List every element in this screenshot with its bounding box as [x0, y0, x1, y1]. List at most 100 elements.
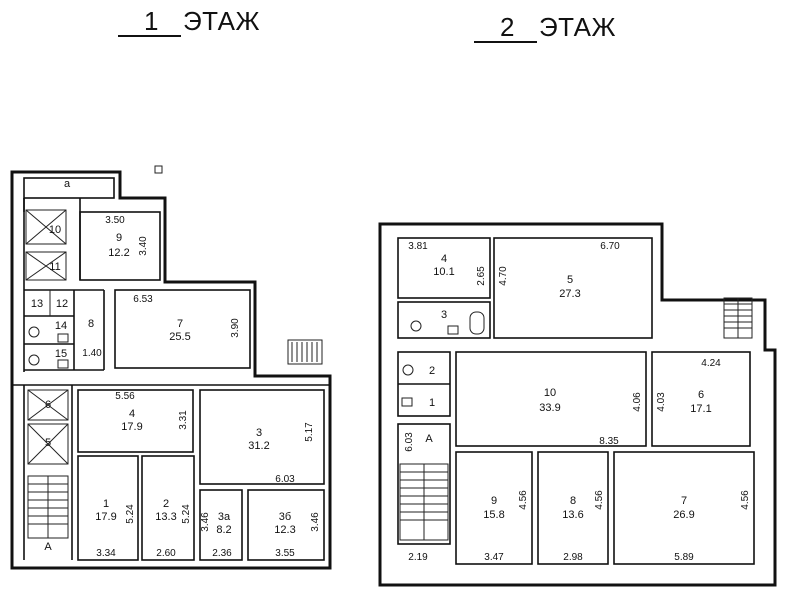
- floor-2-room-7: [613, 451, 755, 565]
- floor-2-room-number: 1: [429, 397, 435, 409]
- floor-1-dimension: 5.17: [304, 422, 315, 442]
- floor-2-plan: 4 10.1 5 27.3 3 2 1 10 33.9 6 17.1 А 9 1…: [378, 222, 777, 587]
- floor-1-dimension: 5.56: [115, 391, 135, 402]
- floor-2-room-6: [651, 351, 751, 447]
- floor-2-room-number: 4: [441, 253, 447, 265]
- floor-2-dimension: 6.03: [404, 432, 415, 452]
- floor-1-dimension: 2.36: [212, 548, 232, 559]
- floor-2-toilet-icon: [410, 320, 422, 332]
- floor-2-room-10: [455, 351, 647, 447]
- floor-2-bath-icon: [469, 311, 485, 335]
- floor-1-room-number: 8: [88, 318, 94, 330]
- floor-1-dimension: 3.90: [230, 318, 241, 338]
- floor-2-dimension: 4.03: [656, 392, 667, 412]
- floor-1-room-number: 3а: [218, 511, 231, 523]
- floor-1-room-3: [199, 389, 325, 485]
- floor-1-word: ЭТАЖ: [182, 6, 261, 36]
- floor-2-room-8: [537, 451, 609, 565]
- floor-1-outer-wall: [10, 170, 332, 570]
- floor-2-room-area: 17.1: [690, 403, 711, 415]
- floor-2-room-area: 27.3: [559, 288, 580, 300]
- floor-1-room-number: 3: [256, 427, 262, 439]
- floor-2-word: ЭТАЖ: [538, 12, 617, 42]
- floor-2-room-3: [397, 301, 491, 339]
- floor-1-dimension: 3.31: [178, 410, 189, 430]
- floor-1-dimension: 3.40: [138, 236, 149, 256]
- floor-1-dimension: 3.55: [275, 548, 295, 559]
- floor-2-dimension: 4.24: [701, 358, 721, 369]
- floor-1-dimension: 3.46: [310, 512, 321, 532]
- floor-1-plan: а 10 9 12.2 11 13 12 8 14 15 7 25.5 6 5 …: [10, 165, 332, 570]
- floor-1-toilet-icon: [28, 326, 40, 338]
- floor-2-room-number: 8: [570, 495, 576, 507]
- floor-1-shaft-10: [25, 209, 67, 245]
- floor-1-dimension: 6.03: [275, 474, 295, 485]
- floor-1-sink-icon: [57, 359, 69, 369]
- floor-1-room-number: 10: [49, 224, 61, 236]
- floor-1-room-number: А: [44, 541, 52, 553]
- floor-2-number: 2: [474, 13, 537, 43]
- floor-1-room-area: 31.2: [248, 440, 269, 452]
- floor-1-dimension: 6.53: [133, 294, 153, 305]
- floor-2-dimension: 3.47: [484, 552, 504, 563]
- floor-2-room-number: 6: [698, 389, 704, 401]
- floor-2-room-area: 15.8: [483, 509, 504, 521]
- floor-2-dimension: 5.89: [674, 552, 694, 563]
- floor-1-dimension: 2.60: [156, 548, 176, 559]
- floor-2-room-area: 10.1: [433, 266, 454, 278]
- floor-2-stairwell-A: [397, 423, 451, 545]
- floor-2-outer-wall: [378, 222, 777, 587]
- floor-1-dimension: 3.50: [105, 215, 125, 226]
- floor-1-dimension: 3.46: [200, 512, 211, 532]
- floor-1-room-area: 17.9: [121, 421, 142, 433]
- floor-1-dimension: 5.24: [181, 504, 192, 524]
- floor-2-toilet-icon: [402, 364, 414, 376]
- floor-1-room-number: 11: [49, 261, 60, 273]
- floor-2-room-5: [493, 237, 653, 339]
- floor-1-room-9: [79, 211, 161, 281]
- floor-2-room-4: [397, 237, 491, 299]
- floor-1-room-2: [141, 455, 195, 561]
- floor-2-room-number: 7: [681, 495, 687, 507]
- floor-2-dimension: 6.70: [600, 241, 620, 252]
- floor-1-room-number: 14: [55, 320, 67, 332]
- floor-2-room-number: 9: [491, 495, 497, 507]
- floor-2-dimension: 4.56: [740, 490, 751, 510]
- floor-2-dimension: 2.65: [476, 266, 487, 286]
- floor-1-room-number: 13: [31, 298, 43, 310]
- floor-1-toilet-icon: [28, 354, 40, 366]
- floor-2-room-number: 10: [544, 387, 556, 399]
- floor-2-dimension: 8.35: [599, 436, 619, 447]
- floor-2-room-9: [455, 451, 533, 565]
- floor-2-room-number: 5: [567, 274, 573, 286]
- floor-1-sink-icon: [57, 333, 69, 343]
- floor-2-dimension: 3.81: [408, 241, 428, 252]
- floor-1-room-number: 3б: [279, 511, 291, 523]
- floor-2-dimension: 4.56: [518, 490, 529, 510]
- floor-1-room-number: 1: [103, 498, 109, 510]
- floor-2-dimension: 2.19: [408, 552, 428, 563]
- floor-2-room-number: А: [425, 433, 433, 445]
- floor-1-shaft-5: [27, 423, 69, 465]
- floor-2-room-area: 26.9: [673, 509, 694, 521]
- floor-1-room-area: 17.9: [95, 511, 116, 523]
- floor-1-dimension: 3.34: [96, 548, 116, 559]
- floor-2-room-area: 33.9: [539, 402, 560, 414]
- floor-1-shaft-11: [25, 251, 67, 281]
- floor-2-room-number: 2: [429, 365, 435, 377]
- floor-2-stairs-A: [399, 463, 449, 541]
- floor-1-stairs-right: [287, 339, 323, 365]
- floor-2-sink-icon: [401, 397, 413, 407]
- floor-2-dimension: 4.06: [632, 392, 643, 412]
- floor-1-room-area: 8.2: [216, 524, 231, 536]
- floor-1-dimension: 1.40: [82, 348, 102, 359]
- floor-1-marker: [154, 165, 163, 174]
- floor-1-room-area: 25.5: [169, 331, 190, 343]
- floor-1-room-number: 15: [55, 348, 67, 360]
- floor-1-room-number: 9: [116, 232, 122, 244]
- floor-2-dimension: 4.70: [498, 266, 509, 286]
- floor-1-room-area: 12.3: [274, 524, 295, 536]
